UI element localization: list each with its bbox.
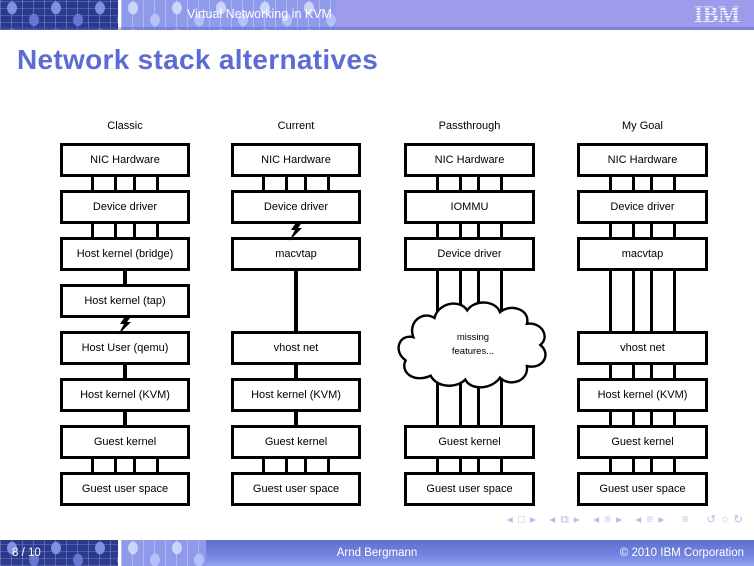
column-header-classic: Classic bbox=[107, 120, 143, 132]
connector-line bbox=[123, 363, 127, 380]
diagram-box: Host kernel (tap) bbox=[60, 284, 190, 318]
diagram-box: Guest user space bbox=[231, 472, 361, 506]
copyright-notice: © 2010 IBM Corporation bbox=[619, 547, 744, 559]
connector-pipe bbox=[477, 457, 504, 474]
top-bar-pattern-dark bbox=[0, 0, 118, 30]
connector-pipe bbox=[91, 457, 118, 474]
connector-pipe bbox=[608, 269, 635, 333]
diagram-box: macvtap bbox=[577, 237, 708, 271]
connector-pipe bbox=[132, 222, 159, 239]
connector-pipe bbox=[650, 410, 677, 427]
cloud-label: missing features... bbox=[396, 331, 550, 360]
column-header-current: Current bbox=[277, 120, 315, 132]
bottom-bar-separator bbox=[118, 540, 121, 566]
connector-pipe bbox=[435, 175, 462, 192]
diagram-box: Guest user space bbox=[404, 472, 535, 506]
connector-pipe bbox=[650, 269, 677, 333]
connector-pipe bbox=[477, 222, 504, 239]
diagram-box: Device driver bbox=[60, 190, 190, 224]
diagram-box: vhost net bbox=[231, 331, 361, 365]
connector-pipe bbox=[262, 457, 289, 474]
diagram-box: macvtap bbox=[231, 237, 361, 271]
connector-pipe bbox=[91, 222, 118, 239]
diagram-box: Guest kernel bbox=[404, 425, 535, 459]
connector-pipe bbox=[132, 457, 159, 474]
connector-pipe bbox=[608, 363, 635, 380]
diagram-box: NIC Hardware bbox=[404, 143, 535, 177]
connector-pipe bbox=[435, 457, 462, 474]
diagram-box: Host kernel (KVM) bbox=[231, 378, 361, 412]
bottom-bar-pattern-dark bbox=[0, 540, 118, 566]
connector-line bbox=[294, 410, 298, 427]
diagram-box: Guest user space bbox=[60, 472, 190, 506]
connector-pipe bbox=[477, 175, 504, 192]
diagram-box: vhost net bbox=[577, 331, 708, 365]
diagram-box: Host kernel (KVM) bbox=[60, 378, 190, 412]
connector-pipe bbox=[650, 457, 677, 474]
beamer-navigation-icons[interactable]: ◂ □ ▸ ◂ ⧉ ▸ ◂ ≡ ▸ ◂ ≡ ▸ ≡ ↺ ○ ↻ bbox=[507, 514, 744, 526]
diagram-box: Device driver bbox=[231, 190, 361, 224]
cloud-shape bbox=[396, 291, 550, 395]
connector-pipe bbox=[650, 363, 677, 380]
connector-pipe bbox=[650, 175, 677, 192]
diagram-box: Guest user space bbox=[577, 472, 708, 506]
connector-pipe bbox=[262, 175, 289, 192]
connector-line bbox=[294, 363, 298, 380]
connector-line bbox=[294, 269, 298, 333]
bottom-bar-pattern-light bbox=[121, 540, 206, 566]
diagram-box: Guest kernel bbox=[231, 425, 361, 459]
connector-pipe bbox=[608, 222, 635, 239]
connector-pipe bbox=[608, 175, 635, 192]
connector-pipe bbox=[303, 457, 330, 474]
diagram-box: NIC Hardware bbox=[231, 143, 361, 177]
diagram-box: NIC Hardware bbox=[60, 143, 190, 177]
cloud-label-line: features... bbox=[451, 346, 495, 358]
page-number: 8 / 10 bbox=[12, 547, 41, 559]
presentation-title: Virtual Networking in KVM bbox=[187, 7, 332, 21]
diagram-box: Host User (qemu) bbox=[60, 331, 190, 365]
diagram-box: Device driver bbox=[404, 237, 535, 271]
connector-pipe bbox=[608, 410, 635, 427]
connector-pipe bbox=[132, 175, 159, 192]
ibm-logo-icon: IBM bbox=[694, 2, 744, 32]
connector-pipe bbox=[91, 175, 118, 192]
diagram-box: Host kernel (bridge) bbox=[60, 237, 190, 271]
diagram-box: IOMMU bbox=[404, 190, 535, 224]
top-bar-pattern-light bbox=[121, 0, 336, 30]
connector-pipe bbox=[650, 222, 677, 239]
diagram-box: Guest kernel bbox=[60, 425, 190, 459]
slide-title: Network stack alternatives bbox=[17, 44, 379, 75]
diagram-box: Host kernel (KVM) bbox=[577, 378, 708, 412]
connector-pipe bbox=[608, 457, 635, 474]
bottom-bar: 8 / 10 Arnd Bergmann © 2010 IBM Corporat… bbox=[0, 540, 754, 566]
top-bar-separator bbox=[118, 0, 121, 30]
lightning-bolt-icon bbox=[289, 220, 303, 241]
lightning-bolt-icon bbox=[118, 314, 132, 335]
diagram-box: Guest kernel bbox=[577, 425, 708, 459]
column-header-my-goal: My Goal bbox=[622, 120, 663, 132]
svg-text:IBM: IBM bbox=[694, 3, 740, 27]
connector-pipe bbox=[303, 175, 330, 192]
author-name: Arnd Bergmann bbox=[336, 547, 418, 559]
top-bar-bottom-strip bbox=[0, 27, 754, 30]
diagram-box: Device driver bbox=[577, 190, 708, 224]
diagram-box: NIC Hardware bbox=[577, 143, 708, 177]
column-header-passthrough: Passthrough bbox=[438, 120, 501, 132]
cloud-label-line: missing bbox=[456, 331, 490, 343]
connector-line bbox=[123, 269, 127, 286]
top-bar: Virtual Networking in KVM IBM bbox=[0, 0, 754, 30]
connector-line bbox=[123, 410, 127, 427]
connector-pipe bbox=[435, 222, 462, 239]
